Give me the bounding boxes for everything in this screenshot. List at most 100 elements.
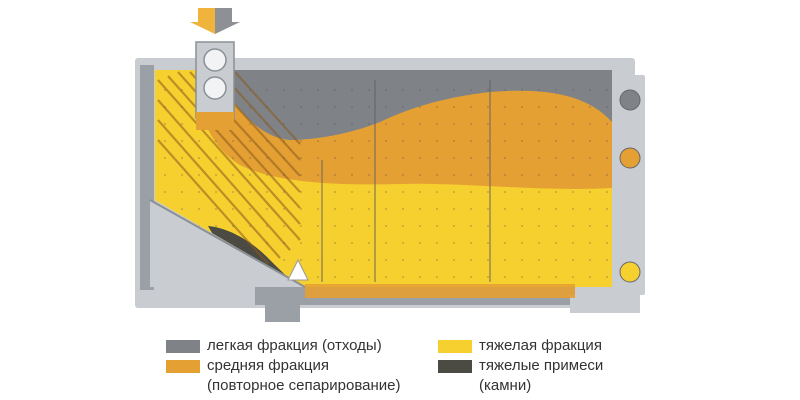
deck-dot: [266, 89, 268, 91]
deck-dot: [606, 276, 608, 278]
deck-dot: [453, 208, 455, 210]
deck-dot: [470, 157, 472, 159]
deck-dot: [538, 242, 540, 244]
deck-dot: [589, 225, 591, 227]
deck-dot: [368, 225, 370, 227]
deck-dot: [368, 106, 370, 108]
deck-dot: [300, 242, 302, 244]
deck-dot: [487, 276, 489, 278]
deck-dot: [487, 140, 489, 142]
deck-dot: [317, 123, 319, 125]
deck-dot: [368, 208, 370, 210]
deck-dot: [572, 276, 574, 278]
bottom-foot-left: [265, 300, 300, 322]
deck-dot: [453, 89, 455, 91]
deck-dot: [385, 174, 387, 176]
deck-dot: [521, 208, 523, 210]
deck-dot: [436, 191, 438, 193]
deck-dot: [504, 225, 506, 227]
deck-dot: [266, 157, 268, 159]
deck-dot: [589, 191, 591, 193]
feed-point-marker: [287, 258, 309, 281]
deck-dot: [538, 106, 540, 108]
deck-dot: [521, 276, 523, 278]
deck-dot: [470, 259, 472, 261]
deck-dot: [368, 259, 370, 261]
deck-dot: [504, 123, 506, 125]
feed-arrow-bottom-half: [215, 8, 240, 34]
deck-dot: [351, 191, 353, 193]
deck-dot: [470, 191, 472, 193]
deck-dot: [419, 259, 421, 261]
deck-dot: [283, 208, 285, 210]
deck-dot: [589, 208, 591, 210]
deck-dot: [572, 123, 574, 125]
deck-dot: [589, 259, 591, 261]
deck-dot: [589, 276, 591, 278]
deck-dot: [164, 191, 166, 193]
deck-dot: [419, 242, 421, 244]
deck-dot: [453, 191, 455, 193]
deck-dot: [606, 259, 608, 261]
deck-dot: [283, 106, 285, 108]
vertical-riffles: [321, 80, 491, 282]
deck-dot: [300, 208, 302, 210]
deck-dot: [300, 225, 302, 227]
deck-dot: [215, 140, 217, 142]
deck-dot: [334, 89, 336, 91]
deck-dot: [402, 259, 404, 261]
deck-dot: [385, 276, 387, 278]
deck-dot: [181, 191, 183, 193]
deck-dot: [402, 225, 404, 227]
deck-dot: [487, 157, 489, 159]
deck-dot: [453, 174, 455, 176]
feed-roller-top: [203, 48, 227, 72]
deck-dot: [402, 140, 404, 142]
outlet-heavy: [619, 261, 641, 283]
deck-dot: [181, 123, 183, 125]
deck-dot: [266, 106, 268, 108]
deck-dot: [419, 276, 421, 278]
deck-dot: [334, 259, 336, 261]
deck-dot: [283, 259, 285, 261]
deck-dot: [436, 174, 438, 176]
deck-dot: [215, 225, 217, 227]
deck-dot: [402, 157, 404, 159]
deck-dot: [538, 191, 540, 193]
deck-dot: [249, 140, 251, 142]
deck-dot: [249, 89, 251, 91]
outlet-medium: [619, 147, 641, 169]
deck-dot: [283, 174, 285, 176]
deck-dot: [606, 191, 608, 193]
deck-dot: [266, 208, 268, 210]
deck-dot: [521, 225, 523, 227]
deck-dot: [198, 157, 200, 159]
deck-dot: [521, 191, 523, 193]
deck-dot: [368, 174, 370, 176]
deck-dot: [555, 157, 557, 159]
deck-dot: [504, 276, 506, 278]
deck-dot: [606, 140, 608, 142]
deck-dot: [351, 174, 353, 176]
deck-dot: [232, 157, 234, 159]
deck-dot: [368, 242, 370, 244]
deck-dot: [351, 242, 353, 244]
deck-dot: [198, 140, 200, 142]
deck-dot: [249, 242, 251, 244]
deck-dot: [249, 123, 251, 125]
deck-dot: [317, 208, 319, 210]
deck-dot: [606, 157, 608, 159]
deck-dot: [538, 89, 540, 91]
deck-dot: [504, 259, 506, 261]
deck-dot: [249, 191, 251, 193]
deck-dot: [402, 123, 404, 125]
deck-dot: [436, 123, 438, 125]
deck-dot: [385, 157, 387, 159]
deck-dot: [266, 259, 268, 261]
deck-dot: [572, 259, 574, 261]
deck-dot: [606, 242, 608, 244]
deck-dot: [385, 106, 387, 108]
deck-dot: [436, 225, 438, 227]
deck-dot: [572, 208, 574, 210]
deck-dot: [538, 174, 540, 176]
